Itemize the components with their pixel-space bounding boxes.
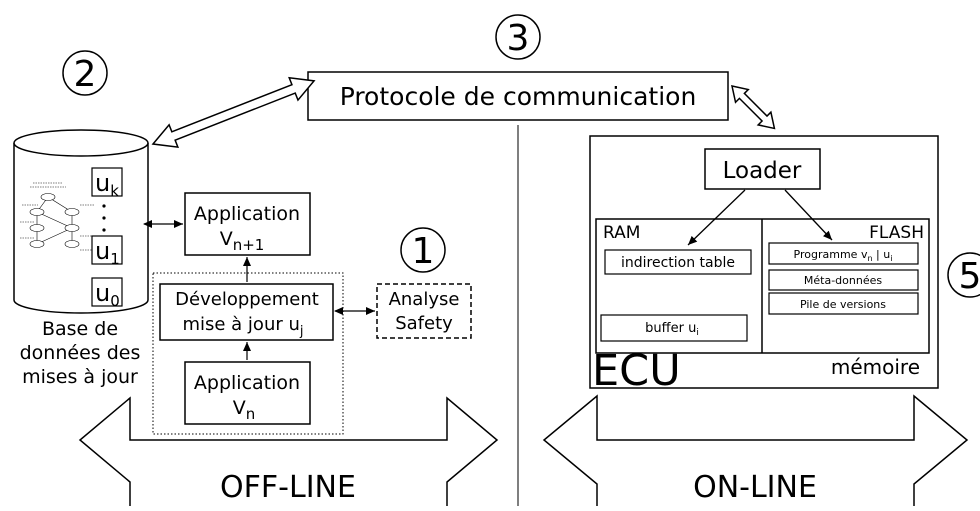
svg-text:mise à jour uj: mise à jour uj: [182, 314, 303, 339]
marker-1: 1: [400, 227, 446, 273]
buffer-sub: i: [696, 328, 699, 338]
database-cylinder: [13, 129, 149, 314]
ram-label: RAM: [603, 223, 640, 243]
svg-text:Vn: Vn: [233, 397, 256, 423]
offline-banner-label: OFF-LINE: [220, 470, 356, 505]
svg-text:Vn+1: Vn+1: [220, 228, 265, 254]
u1-sub: 1: [110, 250, 120, 268]
safety-analysis-box: Analyse Safety: [376, 283, 472, 339]
database-caption-2: données des: [20, 342, 141, 364]
meta-data-label: Méta-données: [804, 274, 882, 287]
marker-5: 5: [947, 252, 980, 298]
update-u0-box: u0: [91, 277, 123, 310]
uk-base: u: [95, 169, 110, 197]
offline-banner: OFF-LINE: [78, 396, 499, 506]
application-next-box: Application Vn+1: [184, 192, 311, 256]
arrow-loader-to-flash: [784, 189, 833, 241]
svg-text:u1: u1: [95, 237, 120, 268]
version-tree-graphic: [20, 182, 94, 251]
u1-base: u: [95, 237, 110, 265]
programme-sub-n: n: [867, 254, 872, 263]
marker-3-label: 3: [507, 18, 530, 59]
app-next-base: V: [220, 228, 233, 250]
svg-text:u0: u0: [95, 279, 120, 310]
loader-box: Loader: [704, 148, 821, 190]
database-caption-1: Base de: [42, 318, 118, 340]
programme-base: Programme v: [794, 248, 868, 261]
marker-5-label: 5: [959, 256, 980, 297]
safety-line2: Safety: [395, 313, 453, 334]
arrow-loader-to-ram: [687, 189, 746, 246]
marker-1-label: 1: [412, 231, 435, 272]
app-current-base: V: [233, 397, 246, 419]
dev-line2-sub: j: [299, 324, 304, 339]
indirection-table-box: indirection table: [604, 249, 752, 275]
protocol-box: Protocole de communication: [307, 71, 729, 121]
database-caption-3: mises à jour: [22, 366, 138, 388]
dev-line1: Développement: [175, 289, 319, 310]
update-u1-box: u1: [91, 235, 123, 268]
ecu-title: ECU: [592, 346, 681, 396]
version-stack-label: Pile de versions: [800, 298, 886, 311]
flash-label: FLASH: [869, 223, 924, 243]
protocol-db-hollow-arrow: [151, 76, 316, 149]
app-next-line1: Application: [194, 203, 300, 225]
indirection-table-label: indirection table: [621, 255, 735, 271]
u0-base: u: [95, 279, 110, 307]
loader-label: Loader: [723, 158, 802, 184]
uk-sub: k: [110, 182, 119, 200]
online-banner: ON-LINE: [542, 394, 969, 506]
memory-label: mémoire: [831, 355, 920, 379]
protocol-label: Protocole de communication: [340, 82, 697, 111]
update-uk-box: uk: [91, 167, 123, 200]
programme-sub-i: i: [890, 254, 892, 263]
buffer-box: buffer ui: [600, 314, 748, 342]
marker-2: 2: [62, 50, 108, 96]
svg-text:uk: uk: [95, 169, 119, 200]
marker-2-label: 2: [74, 54, 97, 95]
application-current-box: Application Vn: [184, 361, 311, 425]
u0-sub: 0: [110, 292, 120, 310]
buffer-base: buffer u: [645, 321, 696, 336]
dev-scope-dotted-frame: [152, 272, 344, 435]
development-box: Développement mise à jour uj: [159, 283, 334, 341]
app-next-sub: n+1: [233, 236, 265, 254]
ellipsis-dots: [102, 204, 106, 232]
version-stack-box: Pile de versions: [768, 292, 919, 315]
marker-3: 3: [495, 14, 541, 60]
programme-box: Programme vn | ui: [768, 242, 919, 265]
app-current-line1: Application: [194, 372, 300, 394]
meta-data-box: Méta-données: [768, 269, 919, 291]
protocol-ecu-hollow-arrow: [731, 85, 776, 130]
programme-sep: | u: [873, 248, 891, 261]
safety-line1: Analyse: [389, 289, 460, 310]
online-banner-label: ON-LINE: [693, 470, 817, 505]
svg-text:buffer ui: buffer ui: [645, 321, 699, 338]
app-current-sub: n: [246, 405, 256, 423]
svg-text:Programme vn | ui: Programme vn | ui: [794, 248, 893, 263]
dev-line2-base: mise à jour u: [182, 314, 299, 335]
